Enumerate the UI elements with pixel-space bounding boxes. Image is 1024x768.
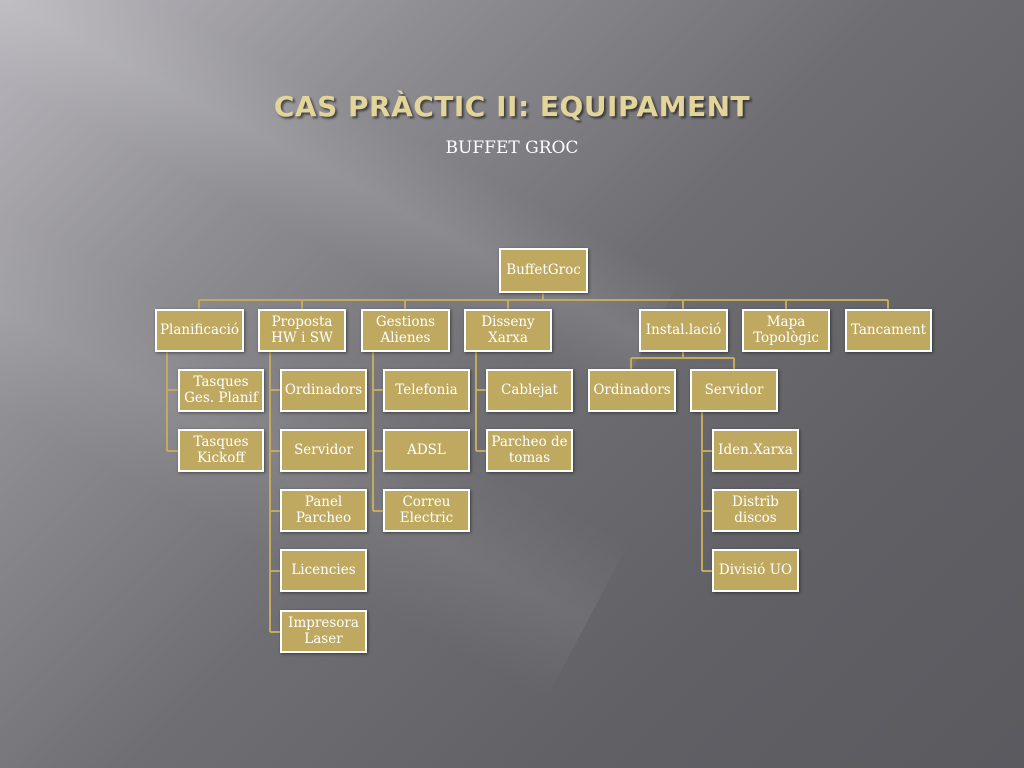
node-tasques-ges-planif: Tasques Ges. Planif: [178, 369, 264, 412]
node-distrib-discos: Distrib discos: [712, 489, 799, 532]
node-proposta: Proposta HW i SW: [258, 309, 346, 352]
node-parcheo-de-tomas: Parcheo de tomas: [486, 429, 573, 472]
node-telefonia: Telefonia: [383, 369, 470, 412]
node-disseny: Disseny Xarxa: [464, 309, 552, 352]
node-iden-xarxa: Iden.Xarxa: [712, 429, 799, 472]
node-tancament: Tancament: [845, 309, 932, 352]
node-ordinadors: Ordinadors: [280, 369, 367, 412]
node-installacio: Instal.lació: [639, 309, 728, 352]
node-licencies: Licencies: [280, 549, 367, 592]
node-mapa-topologic: Mapa Topològic: [742, 309, 830, 352]
slide-title: CAS PRÀCTIC II: EQUIPAMENT: [273, 90, 751, 123]
node-servidor: Servidor: [280, 429, 367, 472]
node-divisio-uo: Divisió UO: [712, 549, 799, 592]
node-root: BuffetGroc: [499, 248, 588, 293]
node-gestions: Gestions Alienes: [361, 309, 450, 352]
slide-subtitle: BUFFET GROC: [445, 138, 579, 158]
node-install-ordinadors: Ordinadors: [588, 369, 676, 412]
node-adsl: ADSL: [383, 429, 470, 472]
node-impresora-laser: Impresora Laser: [280, 610, 367, 653]
node-planificacio: Planificació: [155, 309, 244, 352]
node-correu-electric: Correu Electric: [383, 489, 470, 532]
node-tasques-kickoff: Tasques Kickoff: [178, 429, 264, 472]
node-install-servidor: Servidor: [690, 369, 778, 412]
node-panel-parcheo: Panel Parcheo: [280, 489, 367, 532]
node-cablejat: Cablejat: [486, 369, 573, 412]
